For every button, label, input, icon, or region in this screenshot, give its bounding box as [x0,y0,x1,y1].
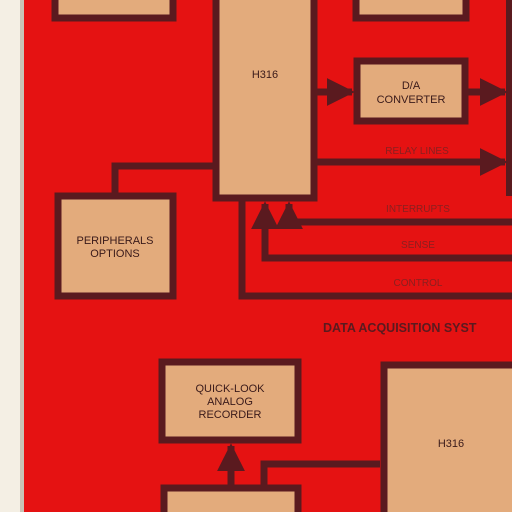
da-converter-box [353,57,469,125]
cpu-box-lower [380,361,512,512]
upper-connection-lines [111,78,512,300]
paper-margin [0,0,22,512]
cpu-box-upper [212,0,318,202]
paper-margin-shadow [20,0,24,512]
cpu-label-lower: H316 [438,438,464,450]
section-title: DATA ACQUISITION SYST [323,321,477,335]
control-label: CONTROL [394,278,443,289]
relay-lines-label: RELAY LINES [385,146,449,157]
lower-system: QUICK-LOOK ANALOG RECORDER H316 [158,358,512,512]
interrupts-label: INTERRUPTS [386,204,450,215]
bottom-box [160,484,302,512]
recorder-label-3: RECORDER [199,409,262,421]
top-left-box [51,0,177,22]
control-line [238,198,512,300]
peripherals-box [54,192,177,300]
da-converter-label-2: CONVERTER [377,94,446,106]
lower-connection-lines [217,443,380,488]
top-right-box [352,0,470,22]
cpu-to-lower-box-line [260,460,380,488]
recorder-box [158,358,302,444]
da-converter-label-1: D/A [402,80,421,92]
peripherals-label-1: PERIPHERALS [76,235,153,247]
sense-label: SENSE [401,240,435,251]
upper-system: H316 D/A CONVERTER PERIPHERALS OPTIONS R… [51,0,512,300]
recorder-label-1: QUICK-LOOK [195,383,265,395]
peripherals-label-2: OPTIONS [90,248,140,260]
peripherals-to-cpu-line [111,162,216,194]
interrupts-line [275,201,512,230]
sense-line [251,201,512,262]
cpu-label-upper: H316 [252,69,278,81]
recorder-label-2: ANALOG [207,396,253,408]
